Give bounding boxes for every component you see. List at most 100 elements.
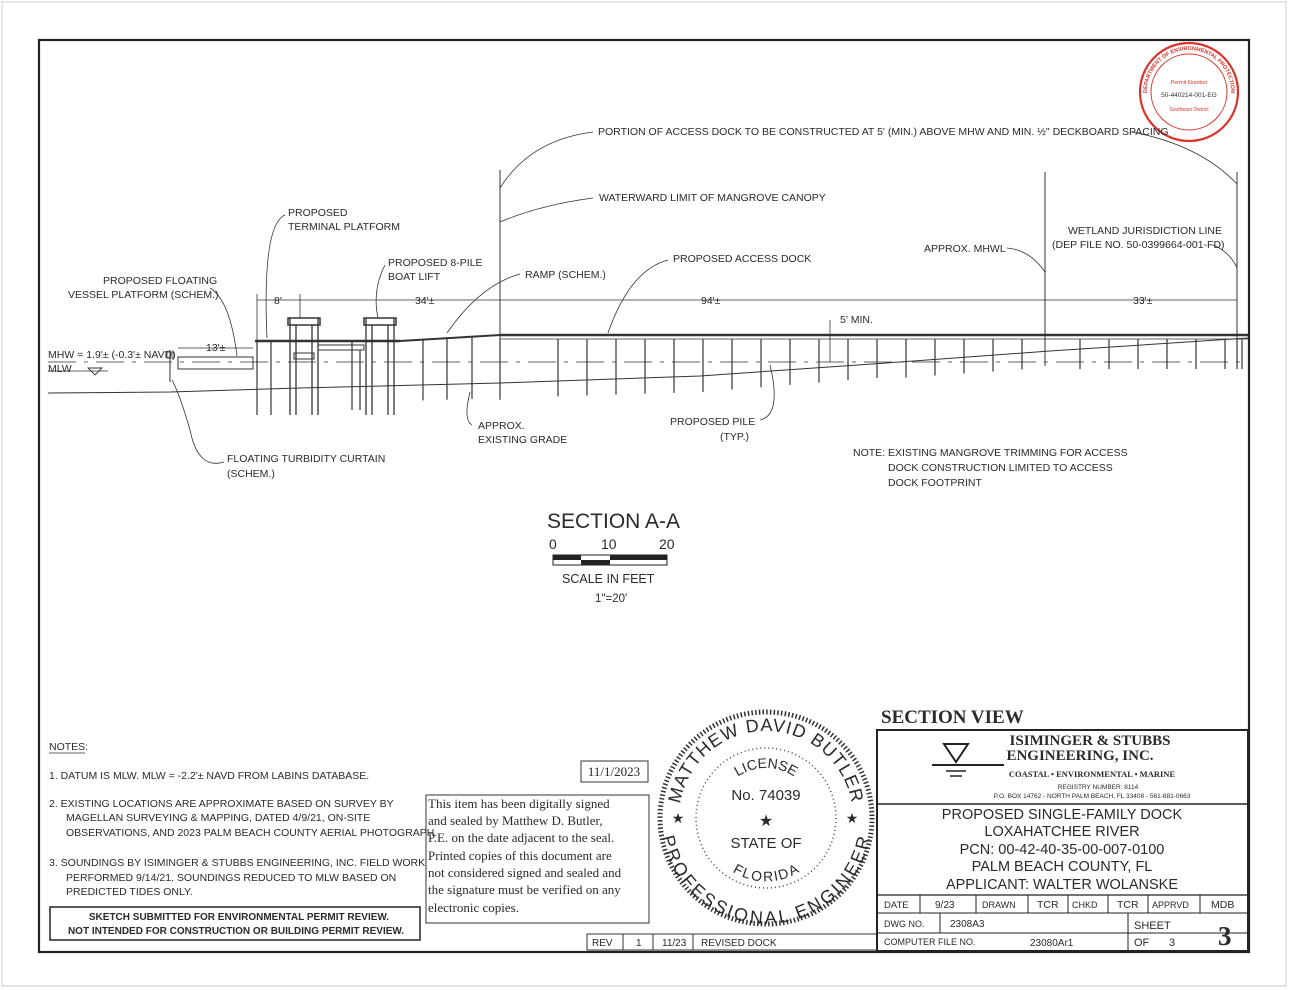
of-value: 3 — [1169, 937, 1175, 949]
stamp-permit-label: Permit Number — [1171, 80, 1208, 86]
existing-grade-line — [47, 337, 1249, 394]
section-drawing — [47, 131, 1249, 464]
label-approx-mhwl: APPROX. MHWL — [924, 243, 1006, 255]
sketch-disclaimer-box — [49, 906, 421, 941]
sketch-disclaimer-1: SKETCH SUBMITTED FOR ENVIRONMENTAL PERMI… — [89, 912, 389, 923]
scale-label: SCALE IN FEET — [562, 572, 655, 586]
label-wetland-2: (DEP FILE NO. 50-0399664-001-FD) — [1052, 239, 1225, 251]
scale-tick-20: 20 — [659, 536, 675, 552]
rev-date: 11/23 — [662, 938, 687, 949]
label-mhw: MHW = 1.9'± (-0.3'± NAVD) — [48, 349, 176, 361]
signature-line-2: and sealed by Matthew D. Butler, — [428, 813, 603, 828]
scale-bar — [552, 554, 668, 566]
label-portion-access-dock: PORTION OF ACCESS DOCK TO BE CONSTRUCTED… — [598, 126, 1169, 138]
label-access-dock: PROPOSED ACCESS DOCK — [673, 253, 811, 265]
note-2-line-1: 2. EXISTING LOCATIONS ARE APPROXIMATE BA… — [49, 798, 394, 810]
water-level-icon — [86, 367, 104, 376]
date-value: 9/23 — [935, 900, 955, 911]
note-mangrove-1: NOTE: EXISTING MANGROVE TRIMMING FOR ACC… — [853, 447, 1128, 459]
computer-file-label: COMPUTER FILE NO. — [884, 937, 976, 947]
apprvd-label: APPRVD — [1152, 900, 1189, 910]
company-logo-icon — [932, 743, 1004, 777]
notes-heading: NOTES: — [49, 741, 88, 753]
seal-center-star-icon: ★ — [759, 813, 773, 830]
note-1: 1. DATUM IS MLW. MLW = -2.2'± NAVD FROM … — [49, 770, 369, 782]
scale-ratio: 1"=20' — [595, 593, 627, 605]
label-existing-grade-2: EXISTING GRADE — [478, 434, 567, 446]
signature-line-5: not considered signed and sealed and — [428, 865, 622, 880]
date-label: DATE — [884, 900, 909, 911]
view-title: SECTION VIEW — [881, 707, 1024, 728]
dim-33: 33'± — [1133, 295, 1153, 307]
note-mangrove-2: DOCK CONSTRUCTION LIMITED TO ACCESS — [888, 462, 1113, 474]
sheet-number: 3 — [1218, 921, 1232, 951]
label-terminal-platform-2: TERMINAL PLATFORM — [288, 221, 400, 233]
dim-13: 13'± — [206, 342, 226, 354]
label-boat-lift-1: PROPOSED 8-PILE — [388, 257, 483, 269]
sketch-disclaimer-2: NOT INTENDED FOR CONSTRUCTION OR BUILDIN… — [68, 926, 404, 937]
project-line-4: PALM BEACH COUNTY, FL — [972, 859, 1153, 875]
label-floating-platform-2: VESSEL PLATFORM (SCHEM.) — [68, 289, 219, 301]
signature-line-7: electronic copies. — [428, 900, 519, 915]
company-registry: REGISTRY NUMBER: 8114 — [1058, 784, 1139, 791]
label-wetland-1: WETLAND JURISDICTION LINE — [1068, 225, 1222, 237]
project-line-3: PCN: 00-42-40-35-00-007-0100 — [960, 842, 1165, 858]
label-ramp: RAMP (SCHEM.) — [525, 269, 606, 281]
drawing-border — [37, 38, 1251, 954]
sheet-label: SHEET — [1134, 920, 1171, 932]
rev-number: 1 — [636, 938, 642, 949]
dim-94: 94'± — [701, 295, 721, 307]
note-3-line-3: PREDICTED TIDES ONLY. — [66, 886, 193, 898]
dim-8: 8' — [274, 295, 282, 307]
chkd-label: CHKD — [1072, 900, 1098, 910]
boat-lift-cradle — [293, 352, 315, 360]
apprvd-value: MDB — [1211, 899, 1234, 911]
rev-label: REV — [592, 938, 613, 949]
project-line-2: LOXAHATCHEE RIVER — [984, 824, 1139, 840]
company-name-2: ENGINEERING, INC. — [1006, 748, 1153, 764]
note-3-line-1: 3. SOUNDINGS BY ISIMINGER & STUBBS ENGIN… — [49, 857, 425, 869]
project-line-5: APPLICANT: WALTER WOLANSKE — [946, 877, 1178, 893]
of-label: OF — [1134, 937, 1150, 949]
note-2-line-2: MAGELLAN SURVEYING & MAPPING, DATED 4/9/… — [66, 812, 370, 824]
leader-lines — [171, 131, 1238, 464]
label-pile-2: (TYP.) — [720, 431, 749, 443]
note-3-line-2: PERFORMED 9/14/21. SOUNDINGS REDUCED TO … — [66, 872, 396, 884]
rev-description: REVISED DOCK — [701, 938, 777, 949]
label-mlw: MLW — [48, 363, 72, 375]
boat-lift-beam — [287, 317, 321, 326]
signature-line-1: This item has been digitally signed — [428, 796, 610, 811]
scale-tick-0: 0 — [549, 536, 557, 552]
dimension-lines — [178, 294, 1237, 362]
digital-signature: 11/1/2023 This item has been digitally s… — [425, 760, 650, 924]
stamp-district: Southeast District — [1169, 107, 1209, 113]
dim-5-min: 5' MIN. — [840, 314, 873, 326]
label-floating-platform-1: PROPOSED FLOATING — [103, 275, 217, 287]
company-tagline: COASTAL • ENVIRONMENTAL • MARINE — [1009, 769, 1176, 779]
seal-serrated-edge — [657, 709, 875, 927]
boat-lift-cradle — [317, 344, 365, 351]
seal-inner-dots — [695, 747, 837, 889]
signature-line-4: Printed copies of this document are — [428, 848, 612, 863]
project-line-1: PROPOSED SINGLE-FAMILY DOCK — [942, 807, 1183, 823]
label-turbidity-1: FLOATING TURBIDITY CURTAIN — [227, 453, 385, 465]
label-boat-lift-2: BOAT LIFT — [388, 271, 441, 283]
boat-lift-beam — [363, 317, 397, 326]
label-turbidity-2: (SCHEM.) — [227, 468, 275, 480]
scale-tick-10: 10 — [601, 536, 617, 552]
turbidity-curtain-float — [166, 351, 174, 359]
floating-vessel-platform — [177, 356, 254, 370]
dwg-label: DWG NO. — [884, 919, 925, 929]
label-pile-1: PROPOSED PILE — [670, 416, 755, 428]
seal-right-star-icon: ★ — [846, 810, 859, 826]
dwg-value: 2308A3 — [950, 919, 985, 930]
note-mangrove-3: DOCK FOOTPRINT — [888, 477, 983, 489]
dim-34: 34'± — [415, 295, 435, 307]
chkd-value: TCR — [1117, 899, 1139, 911]
title-block: SECTION VIEW ISIMINGER & STUBBS ENGINEER… — [876, 707, 1249, 952]
general-notes: NOTES: 1. DATUM IS MLW. MLW = -2.2'± NAV… — [49, 741, 437, 941]
drawing-labels: PORTION OF ACCESS DOCK TO BE CONSTRUCTED… — [48, 126, 1225, 489]
signature-line-6: the signature must be verified on any — [428, 882, 621, 897]
